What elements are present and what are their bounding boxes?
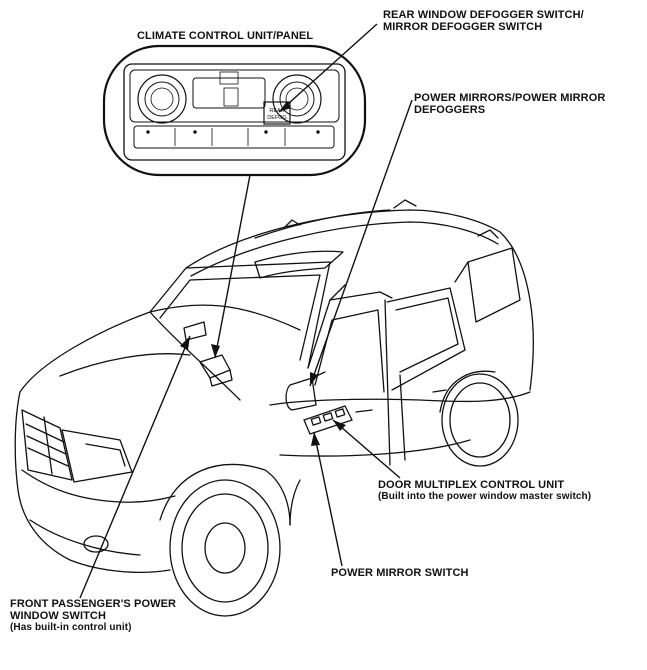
- label-front-passenger-2: WINDOW SWITCH: [10, 610, 107, 622]
- vehicle-outline: [14, 199, 535, 617]
- defog-button-text-2: DEFOG: [267, 115, 287, 121]
- defog-button-text-1: REAR: [269, 108, 284, 114]
- label-power-mirrors-1: POWER MIRRORS/POWER MIRROR: [414, 92, 606, 104]
- label-door-multiplex-1: DOOR MULTIPLEX CONTROL UNIT: [378, 479, 565, 491]
- label-rear-defogger-1: REAR WINDOW DEFOGGER SWITCH/: [383, 9, 584, 21]
- label-power-mirror-switch: POWER MIRROR SWITCH: [331, 567, 469, 579]
- leader-power-mirror-switch: [313, 431, 343, 567]
- label-front-passenger-1: FRONT PASSENGER'S POWER: [10, 598, 177, 610]
- leader-door-multiplex: [332, 419, 401, 479]
- label-door-multiplex-2: (Built into the power window master swit…: [378, 491, 592, 502]
- leader-lines: [79, 23, 413, 599]
- label-power-mirrors-2: DEFOGGERS: [414, 104, 486, 116]
- leader-climate: [214, 174, 251, 359]
- label-front-passenger-3: (Has built-in control unit): [10, 622, 132, 633]
- leader-front-passenger: [79, 335, 191, 599]
- label-climate-control: CLIMATE CONTROL UNIT/PANEL: [137, 30, 314, 42]
- leader-power-mirrors: [309, 99, 413, 387]
- leader-rear-defog: [278, 23, 378, 113]
- label-rear-defogger-2: MIRROR DEFOGGER SWITCH: [383, 21, 543, 33]
- climate-panel-inset: REAR DEFOG: [102, 44, 367, 177]
